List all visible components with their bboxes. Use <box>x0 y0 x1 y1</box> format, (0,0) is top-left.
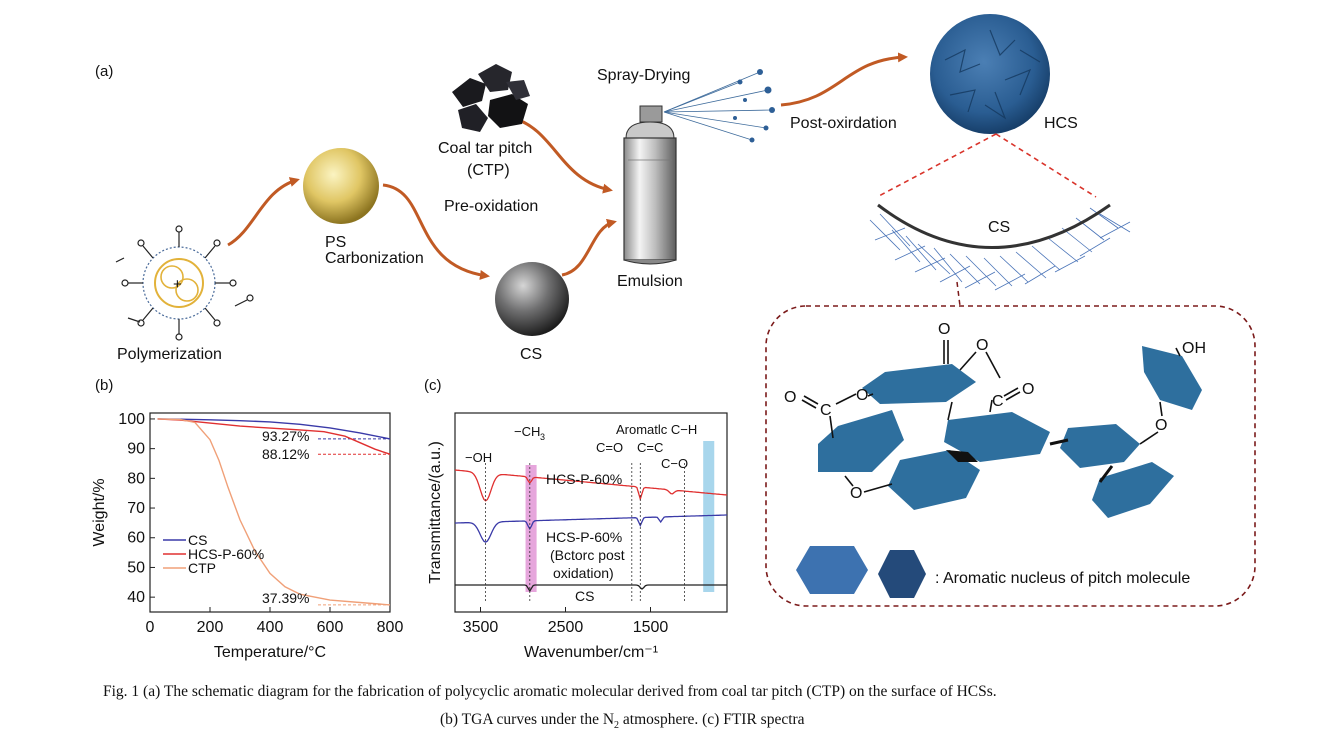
tga-y-tick-label: 80 <box>127 470 145 487</box>
ftir-plot-frame <box>454 412 728 613</box>
caption-line-2b: atmosphere. (c) FTIR spectra <box>619 711 805 728</box>
ftir-trace-label: oxidation) <box>553 565 614 581</box>
caption-subscript: 2 <box>614 720 620 732</box>
band-ch3 <box>525 465 537 592</box>
pitch-lumps-icon <box>452 64 530 132</box>
spray-can-icon <box>623 105 677 265</box>
ftir-band-label: C=O <box>596 440 623 455</box>
panel-label-c: (c) <box>424 377 442 394</box>
ftir-trace-label: (Bctorc post <box>550 547 625 563</box>
label-spray-drying: Spray-Drying <box>597 67 690 84</box>
atom-o-4: O <box>784 389 796 406</box>
ftir-trace-label: HCS-P-60% <box>546 529 622 545</box>
ftir-trace-label: CS <box>575 588 594 604</box>
ftir-band-label: −CH <box>514 424 540 439</box>
ftir-band-label: C=C <box>637 440 663 455</box>
tga-y-tick-label: 60 <box>127 530 145 547</box>
tga-annotation: 93.27% <box>262 428 309 444</box>
ftir-band-label: −OH <box>465 450 492 465</box>
band-aromatic-ch <box>703 441 715 592</box>
ftir-trace <box>455 584 727 593</box>
tga-y-tick-label: 40 <box>127 589 145 606</box>
tga-legend-label: CTP <box>188 560 216 576</box>
label-pre-oxidation: Pre-oxidation <box>444 198 538 215</box>
panel-label-a: (a) <box>95 63 113 80</box>
ps-sphere <box>303 148 379 224</box>
ftir-x-tick-label: 1500 <box>633 619 669 636</box>
ftir-trace <box>455 514 727 543</box>
ftir-x-tick-label: 3500 <box>463 619 499 636</box>
label-hcs: HCS <box>1044 115 1078 132</box>
tga-x-tick-label: 600 <box>317 619 344 636</box>
tga-legend-label: HCS-P-60% <box>188 546 264 562</box>
atom-o-2: O <box>976 337 988 354</box>
figure: (a) + Polymerization PS Carboni <box>91 14 1256 661</box>
molecule-box <box>765 305 1256 607</box>
aromatic-hexagon-small <box>878 550 926 598</box>
atom-o-5: O <box>856 387 868 404</box>
ftir-band-label: C−O <box>661 456 688 471</box>
atom-o-3: O <box>1022 381 1034 398</box>
tga-series-line <box>157 418 391 455</box>
tga-x-axis-label: Temperature/°C <box>214 644 326 661</box>
atom-o-1: O <box>938 321 950 338</box>
tga-chart: 0 200 400 600 800 100 90 80 70 60 50 40Temperature/… <box>91 411 403 661</box>
atom-c-2: C <box>820 402 832 419</box>
tga-legend-label: CS <box>188 532 207 548</box>
cs-shell-icon <box>869 203 1131 291</box>
ftir-x-tick-label: 2500 <box>548 619 584 636</box>
panel-label-b: (b) <box>95 377 113 394</box>
svg-text:+: + <box>173 276 182 293</box>
tga-annotation: 37.39% <box>262 590 309 606</box>
pitch-molecule: O O O C O C O O O OH <box>784 321 1206 518</box>
tga-y-tick-label: 50 <box>127 559 145 576</box>
ftir-band-label: Aromatlc C−H <box>616 422 697 437</box>
label-ctp-line1: Coal tar pitch <box>438 140 532 157</box>
label-polymerization: Polymerization <box>117 346 222 363</box>
tga-series-line <box>157 418 391 606</box>
atom-c-1: C <box>992 393 1004 410</box>
tga-y-tick-label: 90 <box>127 441 145 458</box>
atom-o-7: O <box>1155 417 1167 434</box>
tga-y-axis-label: Weight/% <box>91 478 108 546</box>
ftir-x-axis-label: Wavenumber/cm⁻¹ <box>524 644 658 661</box>
aromatic-hexagon-large <box>796 546 868 594</box>
zoom-lines <box>876 133 1097 198</box>
ftir-trace <box>454 469 728 502</box>
tga-y-tick-label: 70 <box>127 500 145 517</box>
caption-line-2: (b) TGA curves under the N2 atmosphere. … <box>440 711 805 731</box>
label-cs: CS <box>520 346 542 363</box>
spray-mist-icon <box>663 69 775 143</box>
cs-sphere <box>495 262 569 336</box>
caption-line-2a: (b) TGA curves under the N <box>440 711 615 728</box>
label-ctp-line2: (CTP) <box>467 162 510 179</box>
label-emulsion: Emulsion <box>617 273 683 290</box>
legend-aromatic-text: : Aromatic nucleus of pitch molecule <box>935 570 1190 587</box>
label-carbonization: Carbonization <box>325 250 424 267</box>
atom-o-6: O <box>850 485 862 502</box>
micelle-icon: + <box>115 225 254 341</box>
label-cs-shell: CS <box>988 219 1010 236</box>
tga-x-tick-label: 400 <box>257 619 284 636</box>
ftir-y-axis-label: Transmittance/(a.u.) <box>427 441 444 584</box>
tga-x-tick-label: 200 <box>197 619 224 636</box>
tga-x-tick-label: 800 <box>377 619 404 636</box>
ftir-band-label-sub: 3 <box>540 432 545 442</box>
label-ps: PS <box>325 234 346 251</box>
tga-annotation: 88.12% <box>262 446 309 462</box>
tga-y-tick-label: 100 <box>118 411 145 428</box>
process-arrows <box>227 52 908 280</box>
hcs-sphere <box>930 14 1050 134</box>
caption-line-1: Fig. 1 (a) The schematic diagram for the… <box>103 683 997 700</box>
atom-oh: OH <box>1182 340 1206 357</box>
ftir-trace-label: HCS-P-60% <box>546 471 622 487</box>
tga-x-tick-label: 0 <box>146 619 155 636</box>
tga-series-line <box>157 418 391 440</box>
label-post-oxidation: Post-oxirdation <box>790 115 897 132</box>
